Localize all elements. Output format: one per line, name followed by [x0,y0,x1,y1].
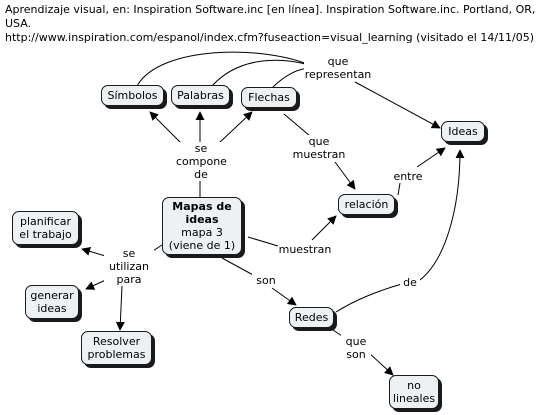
node-generar-label: generar ideas [30,289,74,315]
link-label-se-utilizan-para: se utilizan para [104,247,154,286]
node-mapas-subtitle: mapa 3 [181,226,223,239]
node-palabras-label: Palabras [177,89,224,102]
node-relacion-label: relación [344,198,389,211]
node-palabras: Palabras [171,85,230,106]
node-no-lineales: no lineales [389,375,439,409]
node-simbolos: Símbolos [101,85,164,106]
node-redes-label: Redes [294,311,329,324]
node-generar: generar ideas [25,285,79,319]
node-relacion: relación [338,194,395,215]
node-resolver-label: Resolver problemas [87,335,146,361]
connector-flechas-muestran [283,113,311,137]
link-label-que-muestran: que muestran [290,135,348,161]
node-redes: Redes [289,307,334,328]
connector-simbolos-representan [136,51,313,87]
link-label-son: son [252,274,280,287]
connector-de-ideas [419,149,465,281]
connector-son-redes [271,287,297,306]
link-label-entre: entre [391,170,425,183]
connector-compone-flechas [217,111,253,145]
connector-relacion-entre [397,182,401,196]
node-flechas-label: Flechas [248,91,290,104]
connector-redes-de [335,283,403,313]
node-planificar-label: planificar el trabajo [19,215,72,241]
node-mapas-origin: (viene de 1) [168,239,236,252]
link-label-se-compone-de: se compone de [176,142,227,181]
connector-palabras-representan [211,59,313,87]
connector-muestran-relacion [334,161,356,190]
node-simbolos-label: Símbolos [107,89,158,102]
link-label-que-son: que son [341,335,371,361]
connector-muestran2-relacion [311,215,337,241]
node-resolver: Resolver problemas [81,331,152,365]
link-label-que-representan: que representan [304,55,372,81]
connector-mapas-muestran [247,236,279,247]
node-ideas-label: Ideas [448,125,478,138]
citation-text: Aprendizaje visual, en: Inspiration Soft… [5,3,536,44]
connector-representan-ideas [354,81,441,129]
connector-compone-simbolos [149,111,183,145]
node-planificar: planificar el trabajo [12,211,79,245]
node-flechas: Flechas [241,87,297,108]
node-mapas-title: Mapas de ideas [172,200,232,226]
connector-mapas-son [221,257,256,277]
node-mapas-de-ideas: Mapas de ideas mapa 3 (viene de 1) [162,197,242,255]
connector-utilizan-resolver [115,285,125,331]
link-label-de: de [400,276,420,289]
connector-entre-ideas [416,147,446,168]
link-label-muestran: muestran [278,243,332,256]
node-no-lineales-label: no lineales [392,379,436,405]
node-ideas: Ideas [441,121,485,142]
connector-que-son-nolineales [367,351,394,376]
